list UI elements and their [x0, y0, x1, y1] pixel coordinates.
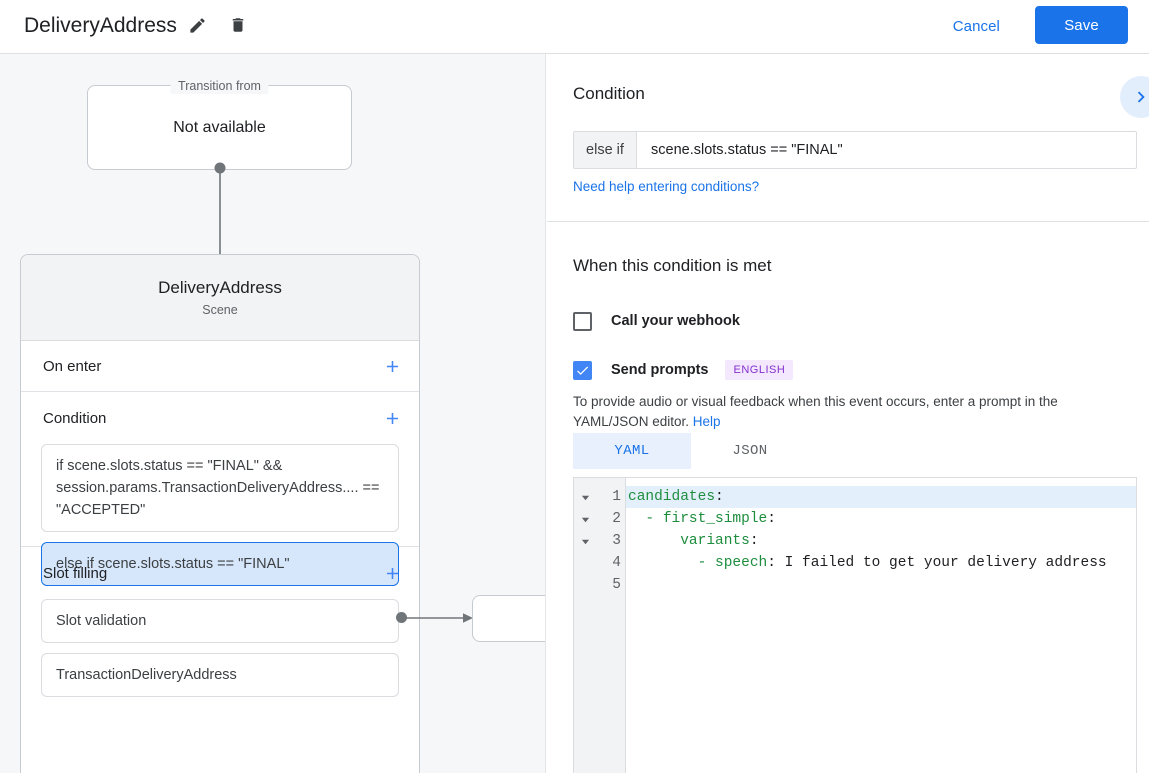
connector-node-dot[interactable] — [396, 612, 407, 623]
transition-from-value: Not available — [173, 118, 266, 136]
call-webhook-row[interactable]: Call your webhook — [573, 309, 740, 333]
panel-when-met-section: When this condition is met Call your web… — [547, 222, 1149, 773]
code-token — [628, 533, 680, 549]
code-token: candidates — [628, 489, 716, 505]
flow-connector-vertical — [213, 162, 227, 267]
editor-code-area[interactable]: candidates: - first_simple: variants: - … — [626, 478, 1136, 773]
code-editor[interactable]: 1 2 3 4 5 candidates: - first_simple: varian… — [573, 477, 1137, 773]
tab-yaml[interactable]: YAML — [573, 433, 691, 469]
cancel-button[interactable]: Cancel — [945, 12, 1008, 42]
editor-line-numbers: 1 2 3 4 5 — [596, 478, 626, 773]
trash-icon[interactable] — [223, 10, 253, 40]
code-token: : — [715, 489, 724, 505]
section-title-slot-filling: Slot filling — [43, 564, 108, 582]
editor-fold-gutter — [574, 478, 596, 773]
scene-header[interactable]: DeliveryAddress Scene — [21, 255, 419, 341]
code-line[interactable]: candidates: — [626, 486, 1136, 508]
scene-type: Scene — [202, 303, 238, 317]
fold-toggle-icon[interactable] — [574, 508, 596, 530]
scene-name: DeliveryAddress — [158, 278, 282, 297]
code-line[interactable]: - first_simple: — [626, 508, 1136, 530]
call-webhook-checkbox[interactable] — [573, 311, 592, 331]
send-prompts-checkbox[interactable] — [573, 360, 592, 380]
condition-chip-if[interactable]: if scene.slots.status == "FINAL" && sess… — [41, 444, 399, 532]
code-line[interactable] — [626, 574, 1136, 596]
code-token: - — [628, 511, 663, 527]
next-node-card[interactable] — [472, 595, 545, 642]
section-header: Slot filling — [21, 547, 419, 599]
code-token: : — [749, 533, 759, 549]
section-on-enter: On enter — [21, 340, 419, 392]
code-token: first_simple — [662, 511, 768, 527]
fold-toggle-icon[interactable] — [574, 486, 596, 508]
prompts-description-text: To provide audio or visual feedback when… — [573, 394, 1058, 429]
plus-icon[interactable] — [379, 405, 405, 431]
condition-input-group[interactable]: else if scene.slots.status == "FINAL" — [573, 131, 1137, 169]
code-line[interactable]: variants: — [626, 530, 1136, 552]
flow-connector-horizontal — [405, 610, 475, 626]
panel-condition-title: Condition — [573, 84, 645, 103]
section-title-condition: Condition — [43, 409, 107, 427]
section-condition: Condition if scene.slots.status == "FINA… — [21, 392, 419, 586]
send-prompts-label: Send prompts — [611, 362, 709, 378]
line-number: 1 — [612, 489, 621, 505]
section-header: On enter — [21, 340, 419, 392]
plus-icon[interactable] — [379, 353, 405, 379]
line-number: 4 — [612, 555, 621, 571]
transition-from-card[interactable]: Transition from Not available — [87, 78, 352, 170]
transition-to-card: Transition to DeliveryAddress Scene On e… — [20, 254, 420, 773]
section-header: Condition — [21, 392, 419, 444]
condition-prefix-label: else if — [574, 132, 637, 168]
panel-condition-section: Condition else if scene.slots.status == … — [547, 54, 1149, 222]
flow-canvas: Transition from Not available Transition… — [0, 54, 546, 773]
slot-validation-chip[interactable]: Slot validation — [41, 599, 399, 643]
code-token: : — [767, 511, 776, 527]
line-number: 3 — [612, 533, 621, 549]
line-number: 5 — [612, 577, 621, 593]
code-line[interactable]: - speech: I failed to get your delivery … — [626, 552, 1136, 574]
code-token: - — [628, 555, 716, 571]
fold-spacer — [574, 574, 596, 596]
language-badge: ENGLISH — [725, 360, 794, 380]
save-button[interactable]: Save — [1035, 6, 1128, 44]
details-panel: Condition else if scene.slots.status == … — [547, 54, 1149, 773]
app-header: DeliveryAddress Cancel Save — [0, 0, 1149, 54]
section-slot-filling: Slot filling Slot validation Transaction… — [21, 547, 419, 727]
code-token: : — [767, 555, 785, 571]
code-token: I failed to get your delivery address — [784, 555, 1107, 571]
prompts-help-link[interactable]: Help — [692, 414, 721, 429]
call-webhook-label: Call your webhook — [611, 313, 740, 329]
code-token: variants — [680, 533, 750, 549]
prompts-description: To provide audio or visual feedback when… — [573, 392, 1129, 432]
tab-json[interactable]: JSON — [732, 443, 768, 459]
code-token: speech — [715, 555, 768, 571]
transition-from-legend: Transition from — [170, 78, 269, 94]
fold-toggle-icon[interactable] — [574, 530, 596, 552]
plus-icon[interactable] — [379, 560, 405, 586]
condition-chip-else-if[interactable]: else if scene.slots.status == "FINAL" — [41, 542, 399, 586]
fold-spacer — [574, 552, 596, 574]
condition-expression-input[interactable]: scene.slots.status == "FINAL" — [651, 142, 843, 158]
pencil-icon[interactable] — [182, 10, 212, 40]
section-title-on-enter: On enter — [43, 357, 102, 375]
editor-format-tabs: YAML JSON — [573, 433, 809, 469]
slot-transaction-delivery-address-chip[interactable]: TransactionDeliveryAddress — [41, 653, 399, 697]
when-met-title: When this condition is met — [573, 256, 772, 275]
send-prompts-row[interactable]: Send prompts ENGLISH — [573, 358, 794, 382]
chevron-right-icon[interactable] — [1120, 76, 1149, 118]
page-title: DeliveryAddress — [24, 14, 177, 37]
line-number: 2 — [612, 511, 621, 527]
condition-help-link[interactable]: Need help entering conditions? — [573, 179, 760, 194]
